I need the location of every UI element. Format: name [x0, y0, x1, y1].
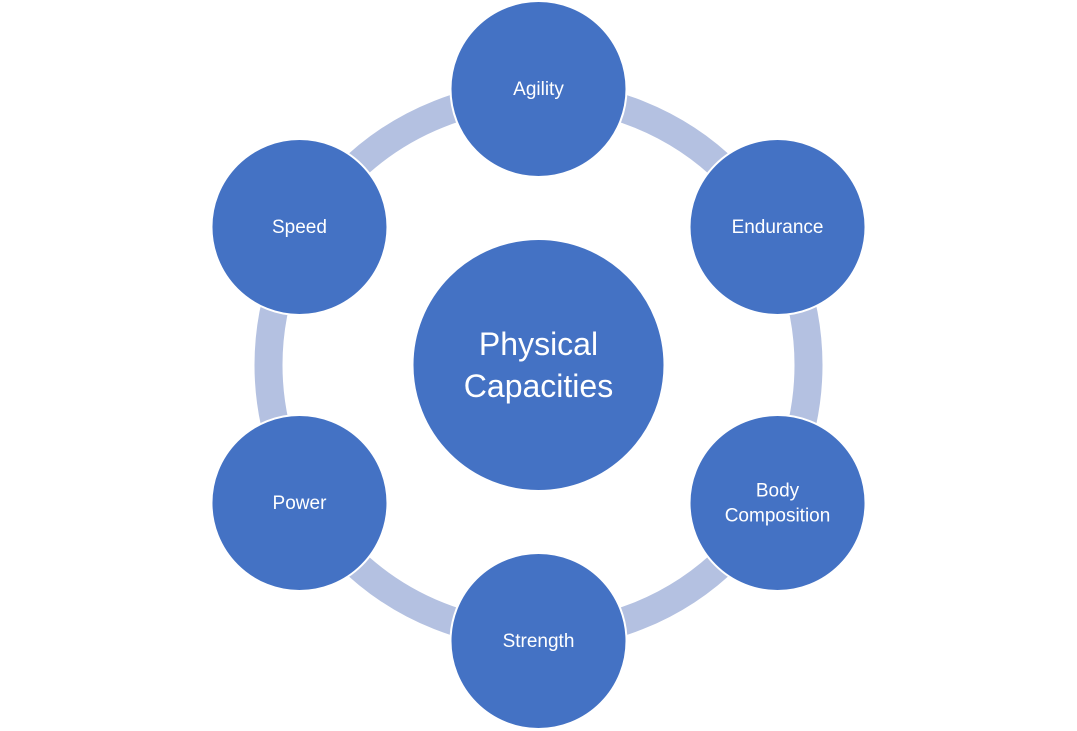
- node-circle-strength: [449, 552, 628, 730]
- label-line: Composition: [725, 505, 831, 526]
- node-speed: Speed: [210, 138, 389, 316]
- node-endurance: Endurance: [688, 138, 867, 316]
- node-agility: Agility: [449, 0, 628, 178]
- node-circle-power: [210, 414, 389, 592]
- node-label-strength: Strength: [503, 631, 575, 652]
- label-line: Body: [756, 480, 800, 501]
- label-line: Strength: [503, 631, 575, 652]
- label-line: Physical: [479, 326, 598, 362]
- node-circle-speed: [210, 138, 389, 316]
- center-circle: [411, 238, 666, 492]
- node-circle-agility: [449, 0, 628, 178]
- label-line: Capacities: [464, 368, 613, 404]
- node-power: Power: [210, 414, 389, 592]
- node-label-power: Power: [273, 493, 328, 514]
- node-label-speed: Speed: [272, 217, 327, 238]
- node-label-agility: Agility: [513, 79, 564, 100]
- label-line: Agility: [513, 79, 564, 100]
- node-label-endurance: Endurance: [732, 217, 824, 238]
- node-circle-endurance: [688, 138, 867, 316]
- node-strength: Strength: [449, 552, 628, 730]
- label-line: Power: [273, 493, 328, 514]
- node-circle-body-composition: [688, 414, 867, 592]
- label-line: Endurance: [732, 217, 824, 238]
- label-line: Speed: [272, 217, 327, 238]
